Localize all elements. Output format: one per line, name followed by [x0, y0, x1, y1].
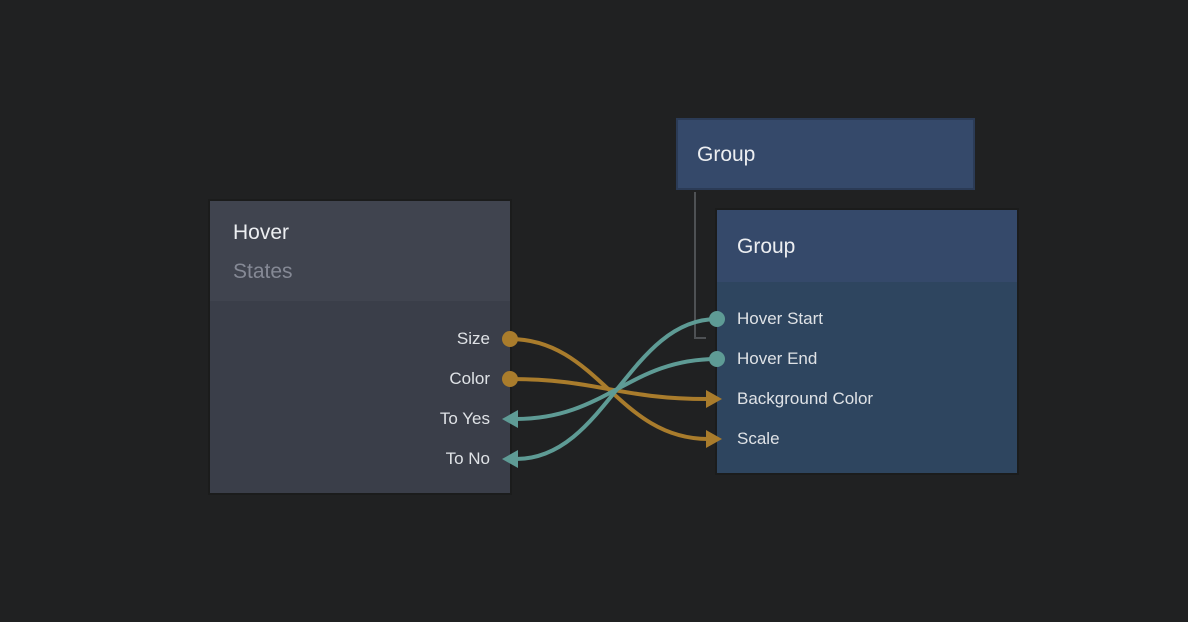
port-hover-start-label: Hover Start	[737, 309, 823, 328]
node-hover-subtitle: States	[233, 260, 293, 283]
port-scale-label: Scale	[737, 429, 780, 448]
port-background-color[interactable]: Background Color	[717, 379, 1017, 419]
node-hover-title: Hover	[233, 221, 290, 244]
node-hover-body: Size Color To Yes To No	[210, 301, 510, 479]
node-hover-header[interactable]: Hover States	[210, 201, 510, 301]
wire-color-to-background-color[interactable]	[508, 377, 710, 401]
node-group-collapsed-title: Group	[697, 142, 756, 166]
port-size[interactable]: Size	[210, 319, 510, 359]
port-hover-start[interactable]: Hover Start	[717, 299, 1017, 339]
node-hover-states[interactable]: Hover States Size Color To Yes To No	[210, 201, 510, 493]
port-to-no[interactable]: To No	[210, 439, 510, 479]
wire-hover-start-to-to-no[interactable]	[514, 317, 719, 461]
node-group-body: Hover Start Hover End Background Color S…	[717, 282, 1017, 459]
node-group[interactable]: Group Hover Start Hover End Background C…	[717, 210, 1017, 473]
port-to-yes[interactable]: To Yes	[210, 399, 510, 439]
port-to-no-label: To No	[445, 449, 490, 468]
port-scale[interactable]: Scale	[717, 419, 1017, 459]
wire-hover-end-to-to-yes[interactable]	[514, 357, 719, 421]
node-group-collapsed[interactable]: Group	[676, 118, 975, 190]
port-hover-end[interactable]: Hover End	[717, 339, 1017, 379]
node-group-header[interactable]: Group	[717, 210, 1017, 282]
node-group-title: Group	[737, 234, 796, 258]
group-parent-connector-line	[694, 192, 706, 339]
port-color[interactable]: Color	[210, 359, 510, 399]
wire-size-to-scale[interactable]	[508, 337, 710, 441]
port-size-label: Size	[456, 329, 490, 348]
port-to-yes-label: To Yes	[439, 409, 490, 428]
port-hover-end-label: Hover End	[737, 349, 818, 368]
port-background-color-label: Background Color	[737, 389, 874, 408]
port-color-label: Color	[449, 369, 490, 388]
